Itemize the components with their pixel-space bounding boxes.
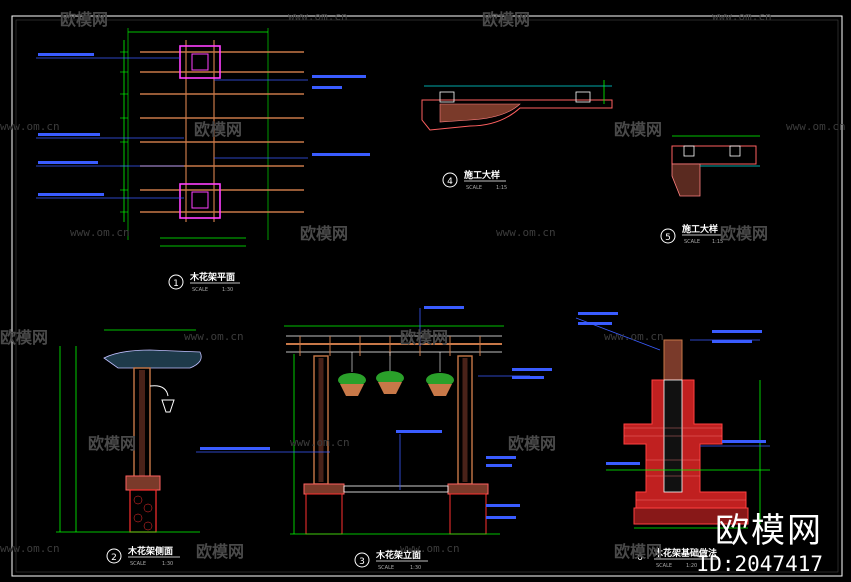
drawing-title: 木花架基础做法 — [653, 547, 717, 559]
watermark-url: www.om.cn — [496, 226, 556, 239]
watermark-logo: 欧模网 — [400, 328, 449, 347]
drawing-scale: 1:30 — [222, 287, 233, 293]
side-elevation — [56, 329, 202, 533]
drawing-number-marker — [660, 228, 676, 244]
drawing-number: 2 — [111, 553, 117, 563]
front-elevation — [196, 306, 552, 535]
drawing-number: 1 — [173, 279, 179, 289]
title-detail-5: 5 施工大样 SCALE 1:15 — [660, 223, 723, 245]
drawing-number: 4 — [447, 177, 453, 187]
drawing-title: 施工大样 — [682, 223, 718, 235]
watermark-logo: 欧模网 — [194, 120, 243, 139]
drawing-scale-label: SCALE — [466, 185, 482, 191]
watermark-logo: 欧模网 — [196, 542, 245, 561]
foundation-section — [575, 312, 770, 529]
drawing-title: 施工大样 — [464, 169, 500, 181]
watermark-url: www.om.cn — [184, 330, 244, 343]
watermark-url: www.om.cn — [400, 542, 460, 555]
drawing-border — [11, 15, 843, 577]
watermark-url: www.om.cn — [290, 436, 350, 449]
drawing-scale-label: SCALE — [192, 287, 208, 293]
watermark-url: www.om.cn — [786, 120, 846, 133]
drawing-scale: 1:15 — [712, 239, 723, 245]
watermark-logo: 欧模网 — [60, 10, 109, 29]
watermark-url: www.om.cn — [712, 10, 772, 23]
drawing-title: 木花架立面 — [375, 549, 421, 561]
watermark-url: www.om.cn — [604, 330, 664, 343]
detail-4 — [421, 80, 613, 131]
brand-name: 欧模网 — [715, 511, 823, 551]
watermark-url: www.om.cn — [288, 10, 348, 23]
drawing-title: 木花架平面 — [189, 271, 235, 283]
drawing-scale-label: SCALE — [656, 563, 672, 569]
title-side: 2 木花架侧面 SCALE 1:30 — [106, 545, 180, 567]
drawing-number: 3 — [359, 557, 365, 567]
drawing-number-marker — [106, 548, 122, 564]
watermark-url: www.om.cn — [0, 542, 60, 555]
watermark-url: www.om.cn — [0, 120, 60, 133]
drawing-scale: 1:30 — [410, 565, 421, 571]
drawing-number: 5 — [665, 233, 671, 243]
title-foundation: 木花架基础做法 6 SCALE 1:20 — [637, 547, 720, 569]
drawing-number-marker — [168, 274, 184, 290]
watermark-logo: 欧模网 — [508, 434, 557, 453]
drawing-scale: 1:30 — [162, 561, 173, 567]
watermark-logo: 欧模网 — [614, 542, 663, 561]
watermark-logo: 欧模网 — [614, 120, 663, 139]
drawing-number: 6 — [637, 553, 643, 563]
title-front: 3 木花架立面 SCALE 1:30 — [354, 549, 428, 571]
title-detail-4: 4 施工大样 SCALE 1:15 — [442, 169, 507, 191]
drawing-scale-label: SCALE — [130, 561, 146, 567]
drawing-scale-label: SCALE — [684, 239, 700, 245]
watermark-url: www.om.cn — [70, 226, 130, 239]
title-plan: 1 木花架平面 SCALE 1:30 — [168, 271, 240, 293]
watermark-logo: 欧模网 — [482, 10, 531, 29]
brand-id: ID:2047417 — [696, 552, 823, 576]
watermark-logo: 欧模网 — [0, 328, 49, 347]
frame-inner — [15, 19, 839, 573]
drawing-number-marker — [442, 172, 458, 188]
drawing-number-marker — [354, 552, 370, 568]
watermark-logo: 欧模网 — [88, 434, 137, 453]
drawing-scale-label: SCALE — [378, 565, 394, 571]
plan-view — [36, 28, 370, 247]
watermark-logo: 欧模网 — [720, 224, 769, 243]
watermark-logo: 欧模网 — [300, 224, 349, 243]
drawing-scale: 1:15 — [496, 185, 507, 191]
detail-5 — [671, 135, 760, 197]
drawing-scale: 1:20 — [686, 563, 697, 569]
drawing-title: 木花架侧面 — [127, 545, 173, 557]
